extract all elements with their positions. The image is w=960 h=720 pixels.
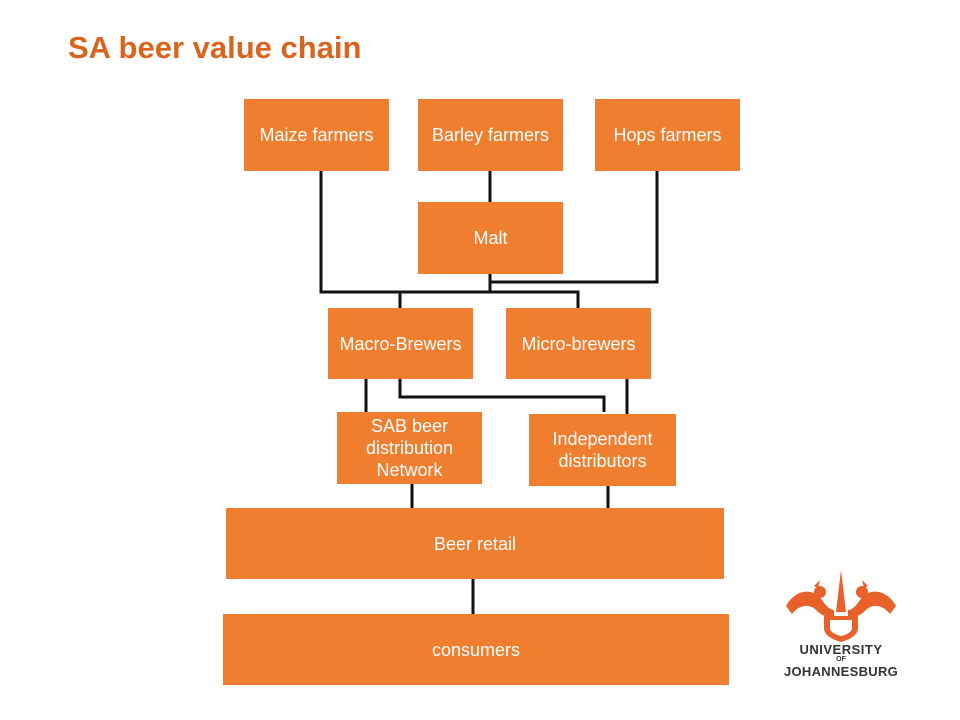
node-macro-brewers: Macro-Brewers <box>328 308 473 379</box>
node-maize-farmers: Maize farmers <box>244 99 389 171</box>
slide-title: SA beer value chain <box>68 30 362 65</box>
logo-text-johannesburg: JOHANNESBURG <box>783 664 899 679</box>
node-barley-farmers: Barley farmers <box>418 99 563 171</box>
logo-text-university: UNIVERSITY <box>799 642 883 657</box>
connector-maize-macro <box>319 170 402 308</box>
connector-hops-brewers <box>490 168 659 284</box>
node-beer-retail: Beer retail <box>226 508 724 579</box>
node-malt: Malt <box>418 202 563 274</box>
node-sab-distribution-network: SAB beer distribution Network <box>337 412 482 484</box>
node-consumers: consumers <box>223 614 729 685</box>
node-hops-farmers: Hops farmers <box>595 99 740 171</box>
node-independent-distributors: Independent distributors <box>529 414 676 486</box>
connector-malt-macro <box>400 274 492 294</box>
logo-text-of: OF <box>836 656 846 663</box>
connector-malt-micro <box>490 290 580 308</box>
node-micro-brewers: Micro-brewers <box>506 308 651 379</box>
connector-macro-independent <box>398 379 606 412</box>
university-crest-logo <box>786 570 896 642</box>
